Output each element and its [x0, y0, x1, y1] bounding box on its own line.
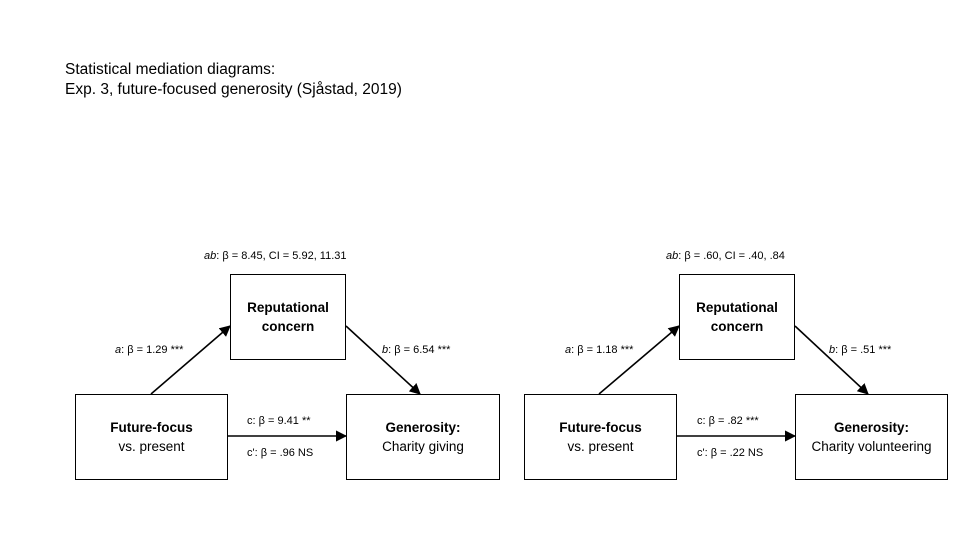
outcome-line-1: Generosity:	[385, 420, 461, 435]
outcome-line-2: Charity giving	[382, 439, 464, 454]
title-line-2: Exp. 3, future-focused generosity (Sjåst…	[65, 81, 402, 98]
ab-label-right: ab: β = .60, CI = .40, .84	[666, 250, 785, 262]
mediator-line-2: concern	[261, 319, 315, 334]
arrow-b-right	[794, 325, 869, 395]
a-path-label-left: a: β = 1.29 ***	[115, 344, 184, 356]
predictor-line-2: vs. present	[567, 439, 634, 454]
cprime-path-label-right: c': β = .22 NS	[697, 447, 764, 459]
predictor-box-right: Future-focus vs. present	[524, 394, 677, 480]
outcome-box-right: Generosity: Charity volunteering	[795, 394, 948, 480]
arrow-b-left	[345, 325, 421, 395]
outcome-line-2: Charity volunteering	[811, 439, 932, 454]
mediator-box-left: Reputational concern	[230, 274, 346, 360]
predictor-line-1: Future-focus	[559, 420, 642, 435]
outcome-box-left: Generosity: Charity giving	[346, 394, 500, 480]
mediator-line-2: concern	[710, 319, 764, 334]
page-title: Statistical mediation diagrams: Exp. 3, …	[65, 60, 402, 100]
b-path-label-left: b: β = 6.54 ***	[382, 344, 451, 356]
cprime-path-label-left: c': β = .96 NS	[247, 447, 314, 459]
mediator-line-1: Reputational	[247, 300, 329, 315]
outcome-line-1: Generosity:	[833, 420, 910, 435]
ab-label-left: ab: β = 8.45, CI = 5.92, 11.31	[204, 250, 347, 262]
arrow-a-left	[150, 325, 231, 395]
mediator-box-right: Reputational concern	[679, 274, 795, 360]
mediator-line-1: Reputational	[696, 300, 778, 315]
a-path-label-right: a: β = 1.18 ***	[565, 344, 634, 356]
arrow-a-right	[598, 325, 680, 395]
b-path-label-right: b: β = .51 ***	[829, 344, 892, 356]
predictor-line-1: Future-focus	[110, 420, 193, 435]
c-path-label-left: c: β = 9.41 **	[247, 415, 311, 427]
predictor-box-left: Future-focus vs. present	[75, 394, 228, 480]
title-line-1: Statistical mediation diagrams:	[65, 61, 276, 78]
predictor-line-2: vs. present	[118, 439, 185, 454]
c-path-label-right: c: β = .82 ***	[697, 415, 759, 427]
